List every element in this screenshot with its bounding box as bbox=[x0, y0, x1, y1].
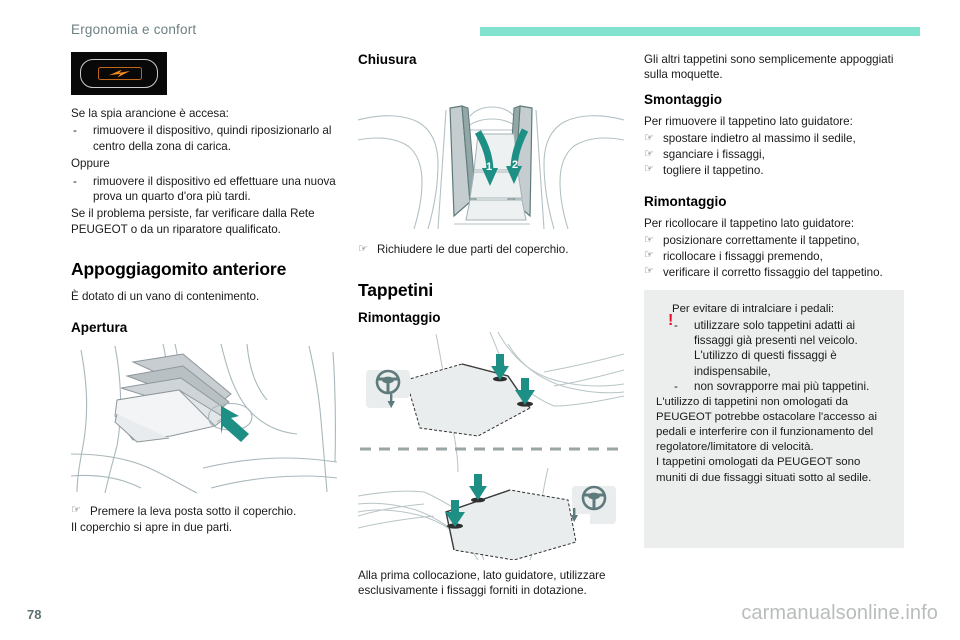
list-item-label: togliere il tappetino. bbox=[663, 163, 764, 177]
list-item: ☞ togliere il tappetino. bbox=[644, 163, 910, 179]
heading-removal: Smontaggio bbox=[644, 91, 722, 107]
lightning-bolt-icon bbox=[109, 69, 130, 78]
charging-intro-text: Se la spia arancione è accesa: bbox=[71, 107, 229, 120]
list-item-label: rimuovere il dispositivo, quindi riposiz… bbox=[93, 124, 332, 153]
press-arrow-icon bbox=[515, 377, 535, 405]
figure-charging-telltale bbox=[71, 52, 337, 95]
list-item: ☞ verificare il corretto fissaggio del ta… bbox=[644, 265, 910, 281]
press-arrow-icon bbox=[445, 499, 465, 527]
heading-refit: Rimontaggio bbox=[644, 193, 727, 209]
warning-bullets-list: - utilizzare solo tappetini adatti ai fis… bbox=[672, 318, 890, 395]
armrest-lid-shape bbox=[114, 353, 232, 443]
refit-intro-text: Per ricollocare il tappetino lato guidat… bbox=[644, 216, 855, 230]
heading-mats: Tappetini bbox=[358, 279, 434, 300]
list-item-label: spostare indietro al massimo il sedile, bbox=[663, 132, 856, 146]
closing-step: ☞ Richiudere le due parti del coperchio. bbox=[358, 242, 624, 258]
list-item-label: verificare il corretto fissaggio del tap… bbox=[663, 265, 883, 279]
floor-mat-shape bbox=[445, 489, 577, 560]
list-item: - rimuovere il dispositivo ed effettuare … bbox=[71, 174, 337, 205]
list-item-label: sganciare i fissaggi, bbox=[663, 148, 765, 162]
dash-bullet-icon: - bbox=[73, 174, 77, 188]
charging-pad-telltale-icon bbox=[71, 52, 167, 95]
removal-steps-list: ☞ spostare indietro al massimo il sedile,… bbox=[644, 131, 910, 178]
teal-arrow-icon bbox=[221, 405, 249, 442]
press-arrow-icon bbox=[491, 353, 509, 380]
refit-steps-list: ☞ posizionare correttamente il tappetino,… bbox=[644, 233, 910, 280]
hand-bullet-icon: ☞ bbox=[644, 233, 654, 246]
site-watermark: carmanualsonline.info bbox=[741, 602, 938, 624]
floor-mat-shape bbox=[405, 363, 531, 437]
steering-wheel-badge bbox=[366, 369, 410, 408]
charging-steps-list-1: - rimuovere il dispositivo, quindi riposi… bbox=[71, 123, 337, 154]
warning-lead-text: Per evitare di intralciare i pedali: bbox=[672, 303, 835, 316]
mats-other-text: Gli altri tappetini sono semplicemente a… bbox=[644, 53, 894, 82]
heading-closing: Chiusura bbox=[358, 52, 417, 67]
list-item-label: non sovrapporre mai più tappetini. bbox=[694, 380, 870, 394]
chapter-title: Ergonomia e confort bbox=[71, 22, 197, 37]
mat-fixing-clip bbox=[471, 497, 485, 503]
mats-note-text: Alla prima collocazione, lato guidatore,… bbox=[358, 568, 606, 598]
dash-bullet-icon: - bbox=[674, 380, 678, 394]
list-item-label: ricollocare i fissaggi premendo, bbox=[663, 249, 823, 263]
heading-opening: Apertura bbox=[71, 319, 128, 335]
hand-bullet-icon: ☞ bbox=[644, 265, 654, 278]
arrow-label-2: 2 bbox=[512, 159, 518, 171]
figure-floor-mats bbox=[358, 331, 624, 560]
down-arrow-icon bbox=[570, 507, 578, 522]
column-right: Gli altri tappetini sono semplicemente a… bbox=[644, 52, 910, 549]
opening-step: ☞ Premere la leva posta sotto il coperch… bbox=[71, 504, 337, 520]
battery-outline-shape bbox=[98, 67, 142, 80]
charging-steps-list-2: - rimuovere il dispositivo ed effettuare … bbox=[71, 174, 337, 205]
warning-box: ! Per evitare di intralciare i pedali: -… bbox=[644, 290, 904, 549]
hand-bullet-icon: ☞ bbox=[644, 131, 654, 144]
column-middle: Chiusura bbox=[358, 52, 624, 601]
opening-step-label: Premere la leva posta sotto il coperchio… bbox=[90, 504, 297, 518]
floor-mats-illustration bbox=[358, 331, 624, 560]
arrow-2-icon: 2 bbox=[506, 128, 529, 184]
removal-intro-text: Per rimuovere il tappetino lato guidator… bbox=[644, 114, 853, 128]
dash-bullet-icon: - bbox=[674, 318, 678, 332]
list-item: - non sovrapporre mai più tappetini. bbox=[672, 379, 890, 394]
dash-bullet-icon: - bbox=[73, 124, 77, 138]
closing-step-label: Richiudere le due parti del coperchio. bbox=[377, 243, 569, 256]
oppure-text: Oppure bbox=[71, 157, 110, 171]
exclamation-mark-icon: ! bbox=[668, 312, 674, 330]
steering-wheel-badge bbox=[570, 485, 616, 524]
console-illustration: 1 2 bbox=[358, 105, 624, 230]
header-accent-rule bbox=[480, 27, 920, 36]
phone-outline-shape bbox=[80, 59, 158, 88]
figure-console-closing: 1 2 bbox=[358, 74, 624, 234]
charging-closing-text: Se il problema persiste, far verificare … bbox=[71, 207, 315, 236]
figure-armrest-opening bbox=[71, 342, 337, 494]
armrest-illustration bbox=[71, 343, 337, 494]
down-arrow-icon bbox=[387, 393, 395, 408]
arrow-1-icon: 1 bbox=[474, 130, 498, 186]
list-item: - utilizzare solo tappetini adatti ai fis… bbox=[672, 318, 890, 380]
hand-bullet-icon: ☞ bbox=[644, 163, 654, 176]
arrow-label-1: 1 bbox=[486, 161, 492, 173]
opening-result-text: Il coperchio si apre in due parti. bbox=[71, 521, 233, 535]
heading-armrest: Appoggiagomito anteriore bbox=[71, 259, 287, 280]
press-arrow-icon bbox=[469, 473, 487, 500]
heading-mats-refit: Rimontaggio bbox=[358, 309, 441, 325]
armrest-intro-text: È dotato di un vano di contenimento. bbox=[71, 290, 260, 304]
hand-bullet-icon: ☞ bbox=[644, 147, 654, 160]
list-item: ☞ posizionare correttamente il tappetino, bbox=[644, 233, 910, 249]
list-item-label: posizionare correttamente il tappetino, bbox=[663, 234, 860, 248]
warning-paragraph-1: L'utilizzo di tappetini non omologati da… bbox=[656, 395, 878, 454]
list-item: - rimuovere il dispositivo, quindi riposi… bbox=[71, 123, 337, 154]
warning-paragraph-2: I tappetini omologati da PEUGEOT sono mu… bbox=[656, 456, 872, 484]
page-number: 78 bbox=[27, 607, 42, 622]
hand-bullet-icon: ☞ bbox=[644, 249, 654, 262]
hand-bullet-icon: ☞ bbox=[358, 242, 368, 255]
list-item: ☞ sganciare i fissaggi, bbox=[644, 147, 910, 163]
list-item-label: rimuovere il dispositivo ed effettuare u… bbox=[93, 174, 336, 204]
list-item: ☞ ricollocare i fissaggi premendo, bbox=[644, 249, 910, 265]
hand-bullet-icon: ☞ bbox=[71, 504, 81, 517]
list-item: ☞ spostare indietro al massimo il sedile, bbox=[644, 131, 910, 147]
list-item-label: utilizzare solo tappetini adatti ai fiss… bbox=[694, 318, 858, 378]
column-left: Se la spia arancione è accesa: - rimuover… bbox=[71, 52, 337, 538]
